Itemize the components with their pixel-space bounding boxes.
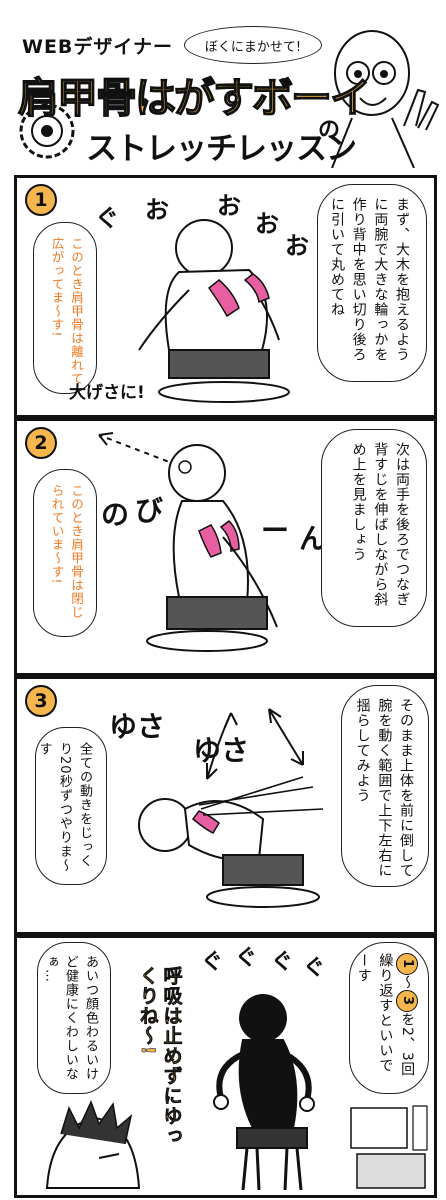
sound-effect: ー [261, 514, 290, 547]
onlooker-bubble: あいつ顔色わるいけど健康にくわしいなぁ… [37, 942, 111, 1094]
onlooker-character [45, 1100, 141, 1189]
stretch-figure [127, 427, 317, 667]
step-ref-start: 1 [396, 953, 418, 975]
panel-4: あいつ顔色わるいけど健康にくわしいなぁ… ぐ ぐ ぐ ぐ 呼吸は止めずにゆっくり… [14, 935, 437, 1198]
sound-effect: ぐ [271, 950, 294, 975]
sound-effect: お [285, 232, 309, 260]
note-text: 全ての動きをじっくり20秒ずつやりま〜す [36, 742, 92, 873]
instruction-bubble: そのまま上体を前に倒して腕を動く範囲で上下左右に揺らしてみよう [341, 685, 429, 887]
sound-effect: ぐ [303, 956, 326, 981]
note-bubble: このとき肩甲骨は閉じられていま〜す! [33, 469, 97, 637]
comic-title: 肩甲骨はがすボーイ [17, 73, 372, 123]
instruction-content: 1〜3を2、3回繰り返すといいでーす [352, 953, 418, 1085]
breathing-note: 呼吸は止めずにゆっくりね〜! [136, 966, 183, 1147]
motion-arrows [206, 708, 304, 780]
panel-number-badge: 3 [25, 685, 57, 717]
sound-effect: び [135, 494, 164, 527]
stretch-figure [99, 210, 329, 410]
instruction-text: を2、3回繰り返すといいでーす [355, 953, 416, 1077]
sound-effect: ぐ [95, 204, 119, 232]
sound-effect: ゆさ [109, 710, 166, 743]
instruction-text: まず、大木を抱えるように両腕で大きな輪っかを作り背中を思い切り後ろに引いて丸めて… [328, 197, 410, 362]
office-background [350, 1105, 428, 1189]
header-speech-bubble: ぼくにまかせて! [184, 26, 322, 64]
spiral-logo [19, 103, 75, 159]
instruction-text: そのまま上体を前に倒して腕を動く範囲で上下左右に揺らしてみよう [354, 698, 414, 878]
sound-effect: お [217, 192, 241, 220]
instruction-bubble: 1〜3を2、3回繰り返すといいでーす [349, 942, 429, 1094]
note-bubble: 全ての動きをじっくり20秒ずつやりま〜す [35, 727, 107, 885]
sound-effect: ぐ [235, 946, 258, 971]
note-text: このとき肩甲骨は離れて広がってま〜す! [49, 237, 84, 386]
title-particle: の [318, 118, 341, 143]
instruction-text: 次は両手を後ろでつなぎ背すじを伸ばしながら斜め上を見ましょう [350, 442, 410, 607]
sound-effect: お [255, 210, 279, 238]
comic-header: WEBデザイナー ぼくにまかせて! 肩甲骨はがすボーイ の ストレッチレッスン [0, 0, 446, 175]
sound-effect: お [145, 196, 169, 224]
sound-effect: ぐ [201, 950, 224, 975]
comic-subtitle: ストレッチレッスン [86, 131, 357, 167]
stretch-figure [113, 769, 343, 919]
emphasis-caption: 大げさに! [69, 383, 145, 403]
note-text: このとき肩甲骨は閉じられていま〜す! [49, 484, 84, 619]
gaze-arrow [98, 432, 178, 466]
panel-number-badge: 1 [25, 184, 57, 216]
step-ref-end: 3 [396, 990, 418, 1012]
note-bubble: このとき肩甲骨は離れて広がってま〜す! [33, 222, 97, 394]
instruction-bubble: 次は両手を後ろでつなぎ背すじを伸ばしながら斜め上を見ましょう [321, 429, 427, 627]
stretch-figure [213, 994, 315, 1191]
panel-1: 1 ぐ お お お お このとき肩甲骨は離れて広がってま〜す! 大げさに! まず… [14, 175, 437, 418]
onlooker-text: あいつ顔色わるいけど健康にくわしいなぁ… [42, 955, 98, 1081]
panel-2: 2 このとき肩甲骨は閉じられていま〜す! の び ー ん 次は両手を後ろでつなぎ… [14, 418, 437, 676]
header-label: WEBデザイナー [22, 36, 174, 58]
range-separator: 〜 [399, 975, 416, 990]
instruction-bubble: まず、大木を抱えるように両腕で大きな輪っかを作り背中を思い切り後ろに引いて丸めて… [317, 184, 427, 382]
panel-number-badge: 2 [25, 427, 57, 459]
mascot-character [331, 30, 440, 168]
sound-effect: の [101, 498, 130, 531]
panel-3: 3 ゆさ ゆさ 全ての動きをじっくり20秒ずつやりま〜す そのまま上体を前に倒し… [14, 676, 437, 935]
